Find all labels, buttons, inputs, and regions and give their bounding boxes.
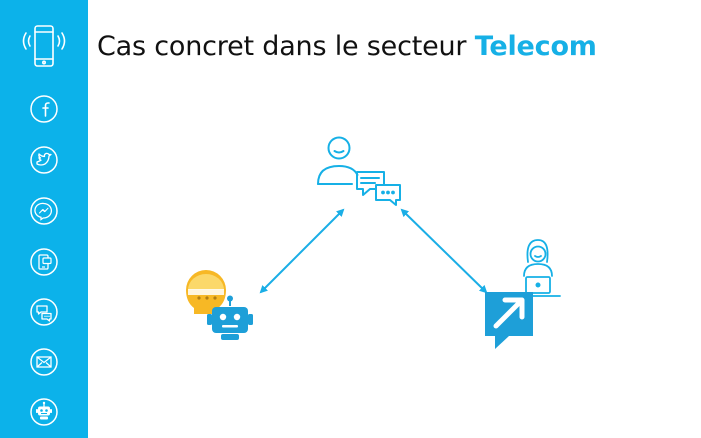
customer-agent-link (400, 208, 488, 294)
twitter-icon[interactable] (29, 145, 59, 175)
escalation-icon (485, 292, 533, 349)
chatbot-icon (186, 270, 253, 340)
title-highlight: Telecom (474, 31, 597, 62)
chat-bubbles-icon[interactable] (29, 297, 59, 327)
channel-sidebar (0, 0, 88, 438)
facebook-icon[interactable] (29, 94, 59, 124)
customer-chat-icon (317, 136, 401, 206)
title-prefix: Cas concret dans le secteur (97, 31, 467, 62)
customer-chatbot-link (259, 208, 345, 294)
sms-icon[interactable] (29, 247, 59, 277)
phone-vibrate-icon (22, 25, 66, 67)
human-agent-icon (511, 239, 561, 297)
email-icon[interactable] (29, 347, 59, 377)
messenger-icon[interactable] (29, 196, 59, 226)
page-title: Cas concret dans le secteur Telecom (97, 31, 597, 62)
bot-icon[interactable] (29, 397, 59, 427)
